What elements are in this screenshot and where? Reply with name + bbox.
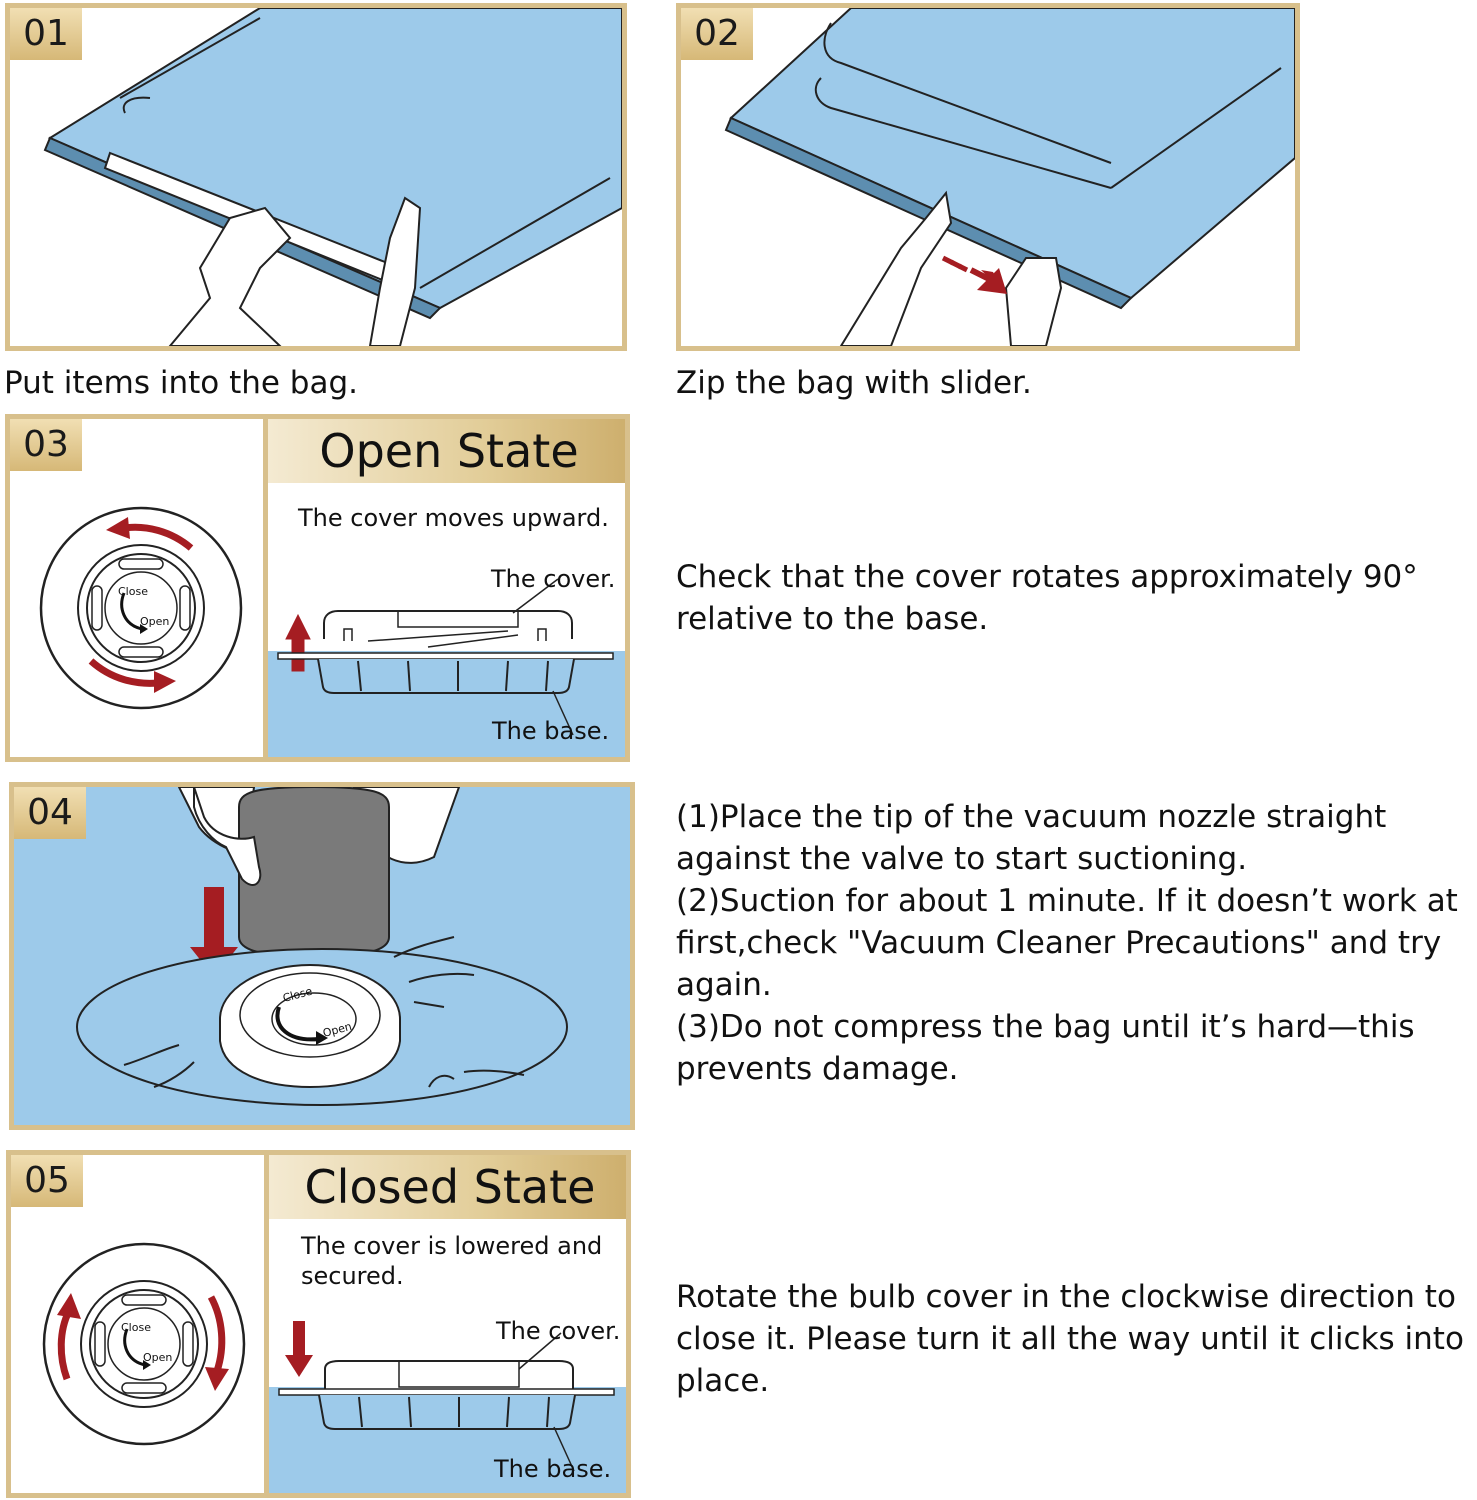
down-arrow-icon bbox=[285, 1321, 313, 1377]
valve-cross-section bbox=[278, 1321, 615, 1472]
instruction-line: (1)Place the tip of the vacuum nozzle st… bbox=[676, 799, 1387, 877]
valve-close-label: Close bbox=[121, 1321, 151, 1334]
step-05-panel: 05 Close Open Closed State The cover is … bbox=[6, 1150, 631, 1498]
panel-divider bbox=[264, 1155, 269, 1493]
valve-close-label: Close bbox=[118, 585, 148, 598]
rotate-arrow-icon bbox=[57, 1293, 229, 1391]
step-04-description: (1)Place the tip of the vacuum nozzle st… bbox=[676, 796, 1474, 1090]
step-01-caption: Put items into the bag. bbox=[4, 365, 359, 401]
valve-open-label: Open bbox=[143, 1351, 172, 1364]
base-label: The base. bbox=[494, 1455, 612, 1483]
instruction-line: (3)Do not compress the bag until it’s ha… bbox=[676, 1009, 1415, 1087]
step-03-panel: 03 Close Open Open State The cover moves… bbox=[5, 414, 630, 762]
cover-label: The cover. bbox=[491, 565, 616, 593]
hand-icon bbox=[839, 190, 953, 346]
vacuum-nozzle-icon bbox=[238, 787, 390, 959]
step-number: 02 bbox=[681, 8, 753, 60]
step-number: 04 bbox=[14, 787, 86, 839]
hand-icon bbox=[168, 206, 292, 346]
step-03-description: Check that the cover rotates approximate… bbox=[676, 559, 1418, 637]
base-label: The base. bbox=[492, 717, 610, 745]
step-05-description: Rotate the bulb cover in the clockwise d… bbox=[676, 1279, 1464, 1399]
step-02-caption: Zip the bag with slider. bbox=[676, 365, 1032, 401]
closed-state-subtitle: The cover is lowered and secured. bbox=[301, 1232, 603, 1290]
hand-icon bbox=[1004, 257, 1063, 346]
rotate-arrow-icon bbox=[88, 517, 194, 693]
vacuum-illustration: Close Open bbox=[76, 787, 568, 1106]
up-arrow-icon bbox=[285, 613, 311, 672]
valve-cross-section bbox=[277, 578, 614, 736]
step-number: 05 bbox=[11, 1155, 83, 1207]
closed-state-title: Closed State bbox=[269, 1155, 626, 1219]
open-state-subtitle: The cover moves upward. bbox=[298, 504, 609, 532]
step-04-panel: Close Open 04 bbox=[9, 782, 635, 1130]
cover-label: The cover. bbox=[496, 1317, 621, 1345]
step-number: 01 bbox=[10, 8, 82, 60]
step-number: 03 bbox=[10, 419, 82, 471]
open-state-title: Open State bbox=[268, 419, 625, 483]
valve-dial-icon: Close Open bbox=[42, 1242, 246, 1446]
hand-icon bbox=[368, 196, 422, 346]
bag-filling-illustration bbox=[43, 8, 622, 346]
step-01-panel: 01 bbox=[5, 3, 627, 351]
step-02-panel: 02 bbox=[676, 3, 1300, 351]
valve-open-label: Open bbox=[140, 615, 169, 628]
slider-arrow-icon bbox=[941, 255, 1007, 294]
instruction-line: (2)Suction for about 1 minute. If it doe… bbox=[676, 883, 1458, 1003]
hand-icon bbox=[193, 787, 262, 886]
bag-zipping-illustration bbox=[724, 8, 1295, 346]
panel-divider bbox=[263, 419, 268, 757]
valve-dial-icon: Close Open bbox=[39, 506, 243, 710]
